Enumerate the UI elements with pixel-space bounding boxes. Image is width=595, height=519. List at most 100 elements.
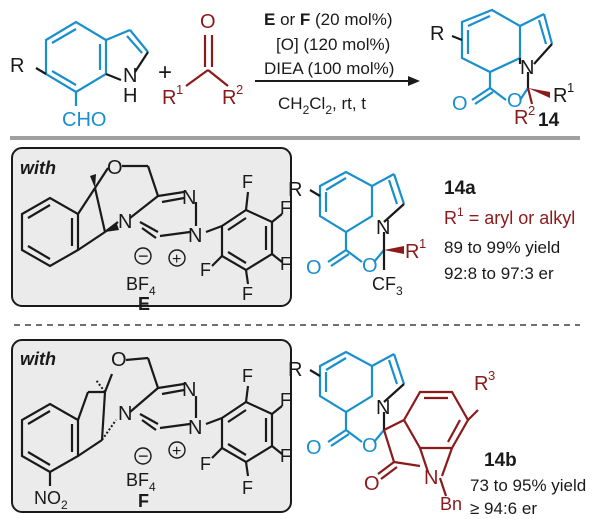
catalyst-f-bf4: BF4 xyxy=(126,470,156,494)
product-14-n-label: N xyxy=(520,57,534,79)
catalyst-f-n1-label: N xyxy=(118,403,132,425)
plus-sign: + xyxy=(158,59,172,86)
catalyst-f-n2-label: N xyxy=(182,379,196,401)
product-14-r1-sup: 1 xyxy=(567,80,574,95)
catalyst-e-bf4: BF4 xyxy=(126,274,156,298)
product-14b-bn-label: Bn xyxy=(440,494,462,514)
product-14b-n-label: N xyxy=(376,397,390,419)
product-14a-er: 92:8 to 97:3 er xyxy=(444,264,554,283)
product-14b-carbonyl-o: O xyxy=(306,437,322,459)
catalyst-e-f4: F xyxy=(242,284,253,304)
product-14b-oxindole-o: O xyxy=(364,473,380,495)
product-14b-r3-sup: 3 xyxy=(488,368,495,383)
section-divider xyxy=(10,136,580,140)
product-14-o-label: O xyxy=(507,90,523,112)
catalyst-e-f2: F xyxy=(280,198,291,218)
catalyst-e-wedge-2 xyxy=(105,224,119,232)
catalyst-f-minus-ring xyxy=(134,447,152,465)
product-14b-structure xyxy=(309,350,479,497)
catalyst-e-plus-ring xyxy=(168,249,186,267)
product-14-r1-label: R xyxy=(553,85,567,107)
catalyst-e-n1-label: N xyxy=(118,211,132,233)
product-14a-n-label: N xyxy=(376,217,390,239)
product-14b-o-label: O xyxy=(362,435,378,457)
catalyst-f-f2: F xyxy=(280,390,291,410)
catalyst-e-minus-ring xyxy=(134,247,152,265)
catalyst-e-with-label: with xyxy=(20,158,56,178)
catalyst-e-wedge-1 xyxy=(90,174,96,188)
catalyst-f-panel: with xyxy=(11,339,292,513)
ketone-r1-label: R xyxy=(162,87,176,109)
catalyst-f-f1: F xyxy=(242,366,253,386)
ketone-o-label: O xyxy=(200,11,216,33)
catalyst-e-n2-label: N xyxy=(182,187,196,209)
product-14-wedge xyxy=(528,88,550,98)
scheme-section: R N H CHO + O R 1 R 2 E or F (20 mol%) [… xyxy=(10,8,574,131)
catalyst-f-plus: + xyxy=(172,443,181,460)
product-14b-r-label: R xyxy=(288,359,302,381)
product-14b-panel: R N O O O N Bn R 3 14b 73 to 95% yield ≥… xyxy=(288,350,586,518)
product-14-r2-bond xyxy=(526,87,534,105)
product-14b-er: ≥ 94:6 er xyxy=(470,499,537,518)
catalyst-e-f3: F xyxy=(280,254,291,274)
conditions-line-2: [O] (120 mol%) xyxy=(276,35,390,54)
ketone-r1-sup: 1 xyxy=(176,82,183,97)
product-14a-cf3: CF3 xyxy=(372,274,403,298)
indole-cho-label: CHO xyxy=(62,109,106,131)
product-14a-yield: 89 to 99% yield xyxy=(444,238,560,257)
catalyst-f-hash-bond-1 xyxy=(95,379,106,393)
product-14b-yield: 73 to 95% yield xyxy=(470,476,586,495)
product-14b-label: 14b xyxy=(484,450,517,471)
ketone-r2-sup: 2 xyxy=(236,82,243,97)
catalyst-e-o-label: O xyxy=(107,157,123,179)
product-14a-r-label: R xyxy=(288,179,302,201)
indole-nh-h-label: H xyxy=(123,85,137,107)
catalyst-e-minus: − xyxy=(138,246,149,266)
product-14a-r1-sup: 1 xyxy=(419,236,426,251)
product-14-r2-sup: 2 xyxy=(528,103,535,118)
conditions-line-3: DIEA (100 mol%) xyxy=(264,59,394,78)
product-14-carbonyl-o: O xyxy=(452,93,468,115)
conditions-line-1: E or F (20 mol%) xyxy=(264,10,392,29)
catalyst-f-plus-ring xyxy=(168,441,186,459)
ketone-structure xyxy=(185,35,229,87)
catalyst-f-f5: F xyxy=(200,454,211,474)
product-14b-r3-label: R xyxy=(474,373,488,395)
catalyst-e-panel: with xyxy=(11,147,292,314)
catalyst-f-o-label: O xyxy=(111,349,127,371)
product-14a-r1-definition: R1 = aryl or alkyl xyxy=(444,205,575,228)
catalyst-f-label: F xyxy=(138,491,149,511)
catalyst-f-nitro: NO2 xyxy=(34,488,68,512)
product-14b-oxindole-n: N xyxy=(424,467,438,489)
indole-r-label: R xyxy=(10,55,24,77)
product-14a-r1-label: R xyxy=(405,241,419,263)
product-14a-structure xyxy=(309,170,406,270)
catalyst-f-f3: F xyxy=(280,446,291,466)
indole-nh-n-label: N xyxy=(123,65,137,87)
product-14a-o-label: O xyxy=(362,255,378,277)
catalyst-e-f1: F xyxy=(242,172,253,192)
catalyst-f-f4: F xyxy=(242,478,253,498)
catalyst-f-hash-bond-2 xyxy=(101,419,117,441)
product-14-structure xyxy=(451,8,554,105)
catalyst-e-structure xyxy=(20,164,283,285)
catalyst-f-n3-label: N xyxy=(188,417,202,439)
ketone-r2-label: R xyxy=(222,87,236,109)
catalyst-e-box xyxy=(11,147,292,307)
catalyst-f-minus: − xyxy=(138,446,149,466)
product-14a-wedge xyxy=(384,246,404,254)
catalyst-f-structure xyxy=(20,356,283,486)
product-14a-label: 14a xyxy=(444,178,476,199)
product-14-r2-label: R xyxy=(514,107,528,129)
product-14-r-label: R xyxy=(430,23,444,45)
indole-structure xyxy=(35,20,149,106)
catalyst-f-with-label: with xyxy=(20,349,56,369)
product-14-label: 14 xyxy=(538,110,560,131)
product-14a-carbonyl-o: O xyxy=(306,257,322,279)
catalyst-e-n3-label: N xyxy=(188,225,202,247)
catalyst-e-plus: + xyxy=(172,251,181,268)
catalyst-e-f5: F xyxy=(200,260,211,280)
reaction-arrowhead xyxy=(408,76,420,86)
product-14a-panel: R N O O R 1 CF3 14a R1 = aryl or alkyl 8… xyxy=(288,170,575,298)
